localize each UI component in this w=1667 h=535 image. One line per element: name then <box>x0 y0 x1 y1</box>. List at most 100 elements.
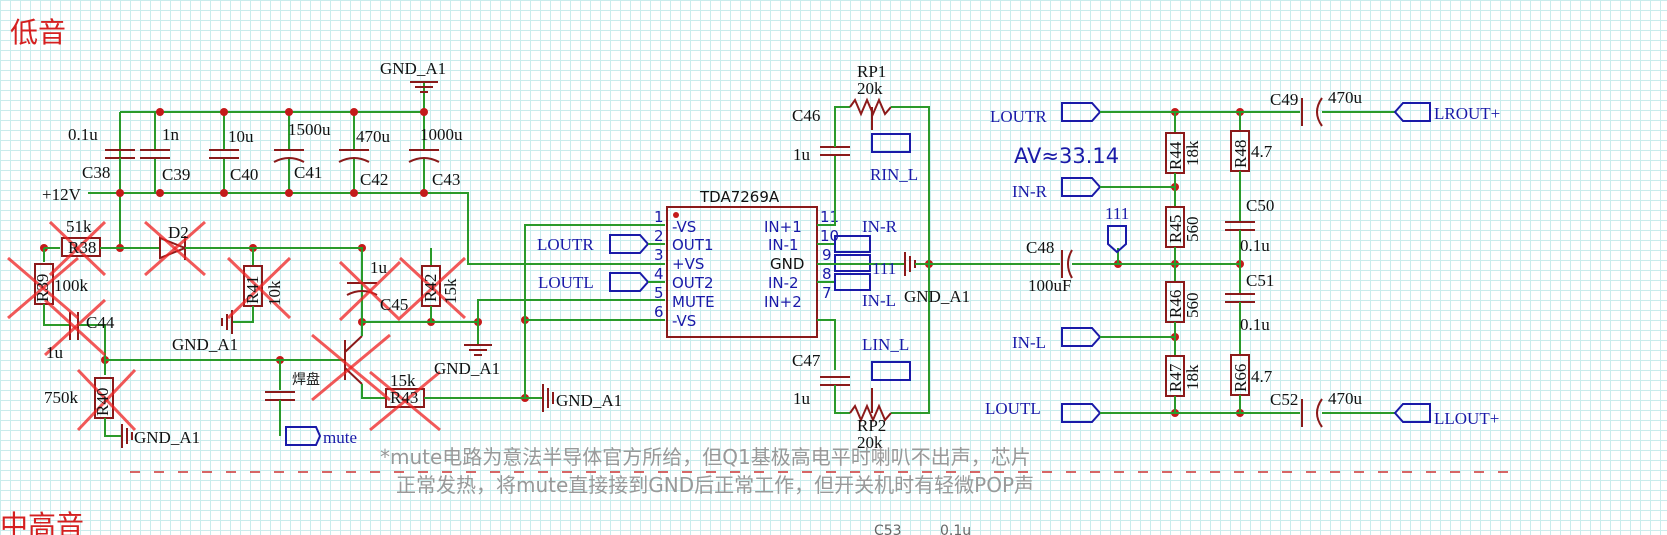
ic-right-pins: IN+1 11 IN-1 10 GND 9 IN-2 8 IN+2 7 <box>764 208 839 311</box>
rp1-value: 20k <box>857 79 883 98</box>
ic-left-pins: 1 -VS 2 OUT1 3 +VS 4 OUT2 5 MUTE 6 -VS <box>654 208 715 330</box>
svg-text:-VS: -VS <box>672 312 696 330</box>
c49-ref: C49 <box>1270 90 1298 109</box>
c50-value: 0.1u <box>1240 236 1270 255</box>
mute-port: mute <box>323 428 357 447</box>
c39-value: 1n <box>162 125 180 144</box>
svg-text:4: 4 <box>654 265 664 283</box>
c42-value: 470u <box>356 127 391 146</box>
r41-ref: R41 <box>243 276 262 304</box>
c40-value: 10u <box>228 127 254 146</box>
svg-text:GND: GND <box>770 255 804 273</box>
gnd-label-r40: GND_A1 <box>134 428 200 447</box>
c44-value: 1u <box>46 343 64 362</box>
r43-value: 15k <box>390 371 416 390</box>
gnd-label-fb: GND_A1 <box>904 287 970 306</box>
c45-value: 1u <box>370 258 388 277</box>
c48-value: 100uF <box>1028 276 1071 295</box>
c43-ref: C43 <box>432 170 460 189</box>
gnd-symbol-top <box>410 81 438 93</box>
c39-ref: C39 <box>162 165 190 184</box>
n111-label-ic: 111 <box>872 259 896 278</box>
inl-label-out: IN-L <box>1012 333 1046 352</box>
n111-label-out: 111 <box>1105 204 1129 223</box>
r41-value: 10k <box>265 280 284 306</box>
r45-ref: R45 <box>1166 215 1185 243</box>
loutr-label-out: LOUTR <box>990 107 1047 126</box>
svg-text:9: 9 <box>822 246 832 264</box>
gnd-symbol-ic-bottom <box>542 384 554 412</box>
output-network <box>1061 97 1431 428</box>
svg-text:OUT2: OUT2 <box>672 274 714 292</box>
r43-ref: R43 <box>390 388 418 407</box>
svg-text:5: 5 <box>654 284 664 302</box>
svg-text:IN-1: IN-1 <box>768 236 799 254</box>
svg-text:IN-2: IN-2 <box>768 274 799 292</box>
r39-value: 100k <box>54 276 89 295</box>
r40-ref: R40 <box>93 388 112 416</box>
r40-value: 750k <box>44 388 79 407</box>
gain-label: AV≈33.14 <box>1014 144 1119 168</box>
section-title-mid: 中高音 <box>0 510 84 535</box>
r42-value: 15k <box>441 278 460 304</box>
loutl-port-left <box>609 272 650 292</box>
c52-value: 470u <box>1328 389 1363 408</box>
supply-capacitors <box>105 112 440 193</box>
c42-ref: C42 <box>360 170 388 189</box>
svg-text:IN+1: IN+1 <box>764 218 802 236</box>
loutl-label-left: LOUTL <box>538 273 594 292</box>
r39-ref: R39 <box>33 274 52 302</box>
c46-ref: C46 <box>792 106 820 125</box>
inr-label-out: IN-R <box>1012 182 1048 201</box>
c38-ref: C38 <box>82 163 110 182</box>
section-title-bass: 低音 <box>10 17 66 49</box>
gnd-label-top: GND_A1 <box>380 59 446 78</box>
svg-text:OUT1: OUT1 <box>672 236 714 254</box>
svg-text:2: 2 <box>654 227 664 245</box>
c45-ref: C45 <box>380 295 408 314</box>
r48-ref: R48 <box>1231 140 1250 168</box>
r44-value: 18k <box>1183 140 1202 166</box>
c47-value: 1u <box>793 389 811 408</box>
vplus-label: +12V <box>42 185 82 204</box>
mute-circuit <box>7 220 665 448</box>
c51-value: 0.1u <box>1240 315 1270 334</box>
gnd-label-mute: GND_A1 <box>434 359 500 378</box>
r66-ref: R66 <box>1231 364 1250 392</box>
svg-text:11: 11 <box>820 208 839 226</box>
c44-ref: C44 <box>86 313 115 332</box>
cut-c53-value: 0.1u <box>940 523 971 535</box>
inl-label-ic: IN-L <box>862 291 896 310</box>
svg-text:IN+2: IN+2 <box>764 293 802 311</box>
feedback-network <box>817 97 1240 423</box>
ic-tda7269a <box>666 206 818 338</box>
r66-value: 4.7 <box>1251 367 1273 386</box>
r47-ref: R47 <box>1166 363 1185 392</box>
junction-dots <box>40 108 1244 417</box>
c38-value: 0.1u <box>68 125 98 144</box>
svg-text:3: 3 <box>654 246 664 264</box>
c49-value: 470u <box>1328 88 1363 107</box>
cut-c53-ref: C53 <box>874 523 902 535</box>
r46-ref: R46 <box>1166 290 1185 318</box>
svg-text:6: 6 <box>654 303 664 321</box>
c40-ref: C40 <box>230 165 258 184</box>
r42-ref: R42 <box>421 274 440 302</box>
rin-l-label: RIN_L <box>870 165 918 184</box>
svg-text:+VS: +VS <box>672 255 704 273</box>
svg-text:-VS: -VS <box>672 218 696 236</box>
r45-value: 560 <box>1183 217 1202 243</box>
loutr-label-left: LOUTR <box>537 235 594 254</box>
c47-ref: C47 <box>792 351 821 370</box>
r38-value: 51k <box>66 217 92 236</box>
note-line-1: *mute电路为意法半导体官方所给，但Q1基极高电平时喇叭不出声，芯片 <box>380 445 1031 469</box>
c41-value: 1500u <box>288 120 331 139</box>
note-line-2: 正常发热，将mute直接接到GND后正常工作，但开关机时有轻微POP声 <box>396 473 1034 497</box>
gnd-label-ic: GND_A1 <box>556 391 622 410</box>
r46-value: 560 <box>1183 293 1202 319</box>
rp2-value: 20k <box>857 433 883 452</box>
c50-ref: C50 <box>1246 196 1274 215</box>
r38-ref: R38 <box>68 238 96 257</box>
